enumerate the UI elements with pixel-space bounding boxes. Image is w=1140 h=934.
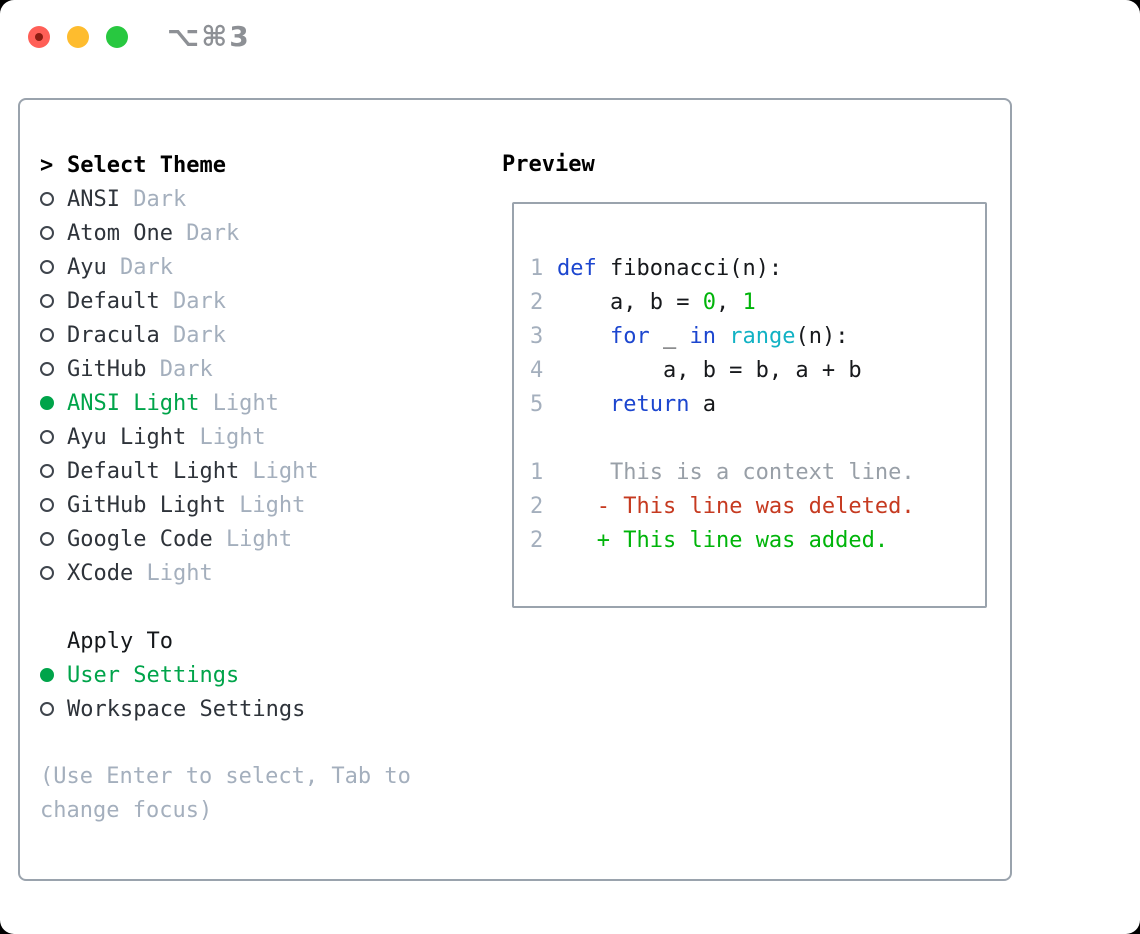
titlebar: ⌥⌘3 [0, 0, 1140, 74]
theme-option-github-light[interactable]: GitHub Light Light [40, 488, 490, 522]
focus-prompt-icon: > [40, 152, 54, 178]
theme-name: Default Light [67, 458, 240, 484]
line-number: 4 [530, 358, 544, 383]
code-line: 4 a, b = b, a + b [530, 354, 985, 388]
theme-option-ayu-light[interactable]: Ayu Light Light [40, 420, 490, 454]
window-title-shortcut: ⌥⌘3 [167, 20, 251, 53]
theme-variant-tag: Dark [159, 356, 213, 382]
select-theme-header-row: > Select Theme [40, 148, 490, 182]
radio-selected-icon [40, 667, 54, 682]
radio-icon [40, 701, 54, 716]
theme-name: ANSI [67, 186, 120, 212]
radio-icon [40, 361, 54, 376]
apply-to-header: Apply To [67, 628, 173, 654]
theme-option-google-code[interactable]: Google Code Light [40, 522, 490, 556]
theme-name: Default [67, 288, 160, 314]
theme-option-atom-one[interactable]: Atom One Dark [40, 216, 490, 250]
spacer [40, 590, 490, 624]
code-line: 5 return a [530, 388, 985, 422]
apply-option-label: User Settings [67, 662, 240, 688]
line-number: 2 [530, 494, 544, 519]
theme-option-ansi[interactable]: ANSI Dark [40, 182, 490, 216]
zoom-button[interactable] [106, 26, 128, 48]
theme-variant-tag: Light [252, 458, 319, 484]
theme-variant-tag: Light [146, 560, 213, 586]
preview-header: Preview [502, 152, 595, 177]
theme-option-ansi-light[interactable]: ANSI Light Light [40, 386, 490, 420]
theme-name: Google Code [67, 526, 213, 552]
theme-variant-tag: Dark [186, 220, 240, 246]
theme-variant-tag: Light [239, 492, 306, 518]
theme-option-default-light[interactable]: Default Light Light [40, 454, 490, 488]
radio-icon [40, 191, 54, 206]
code-line: 3 for _ in range(n): [530, 320, 985, 354]
theme-variant-tag: Light [199, 424, 266, 450]
radio-icon [40, 225, 54, 240]
line-number: 3 [530, 324, 544, 349]
line-number: 1 [530, 460, 544, 485]
theme-name: XCode [67, 560, 134, 586]
radio-icon [40, 565, 54, 580]
radio-icon [40, 429, 54, 444]
diff-line: 1 This is a context line. [530, 456, 985, 490]
diff-line: 2 - This line was deleted. [530, 490, 985, 524]
theme-variant-tag: Dark [133, 186, 187, 212]
radio-icon [40, 293, 54, 308]
help-text: (Use Enter to select, Tab to change focu… [40, 764, 411, 823]
line-number: 1 [530, 256, 544, 281]
radio-icon [40, 531, 54, 546]
theme-name: GitHub Light [67, 492, 226, 518]
code-line: 2 a, b = 0, 1 [530, 286, 985, 320]
select-theme-header: Select Theme [67, 152, 226, 178]
radio-icon [40, 327, 54, 342]
line-number: 5 [530, 392, 544, 417]
theme-option-github[interactable]: GitHub Dark [40, 352, 490, 386]
theme-variant-tag: Light [225, 526, 293, 552]
theme-name: Ayu [67, 254, 107, 280]
apply-option-workspace-settings[interactable]: Workspace Settings [40, 692, 490, 726]
theme-option-dracula[interactable]: Dracula Dark [40, 318, 490, 352]
theme-variant-tag: Dark [172, 322, 226, 348]
theme-variant-tag: Dark [172, 288, 226, 314]
theme-name: GitHub [67, 356, 147, 382]
line-number: 2 [530, 528, 544, 553]
theme-name: Ayu Light [67, 424, 187, 450]
close-button[interactable] [28, 26, 50, 48]
theme-variant-tag: Dark [119, 254, 173, 280]
apply-to-header-row: Apply To [40, 624, 490, 658]
theme-option-ayu[interactable]: Ayu Dark [40, 250, 490, 284]
radio-selected-icon [40, 395, 54, 410]
blank-line [530, 422, 985, 456]
radio-icon [40, 259, 54, 274]
apply-option-label: Workspace Settings [67, 696, 306, 722]
radio-icon [40, 497, 54, 512]
minimize-button[interactable] [67, 26, 89, 48]
diff-line: 2 + This line was added. [530, 524, 985, 558]
line-number: 2 [530, 290, 544, 315]
theme-variant-tag: Light [212, 390, 279, 416]
theme-name: Dracula [67, 322, 160, 348]
theme-option-default[interactable]: Default Dark [40, 284, 490, 318]
apply-option-user-settings[interactable]: User Settings [40, 658, 490, 692]
theme-name: ANSI Light [67, 390, 200, 416]
theme-option-xcode[interactable]: XCode Light [40, 556, 490, 590]
radio-icon [40, 463, 54, 478]
diff-preview-block: 1 This is a context line.2 - This line w… [530, 456, 985, 558]
theme-name: Atom One [67, 220, 173, 246]
